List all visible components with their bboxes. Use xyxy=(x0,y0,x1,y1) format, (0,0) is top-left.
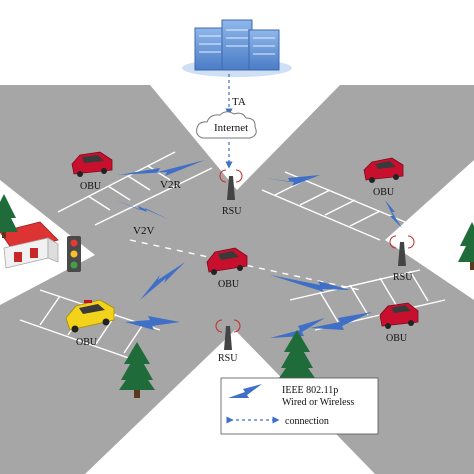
wireless-link-icons xyxy=(115,160,402,338)
ta-server-icon xyxy=(182,19,292,77)
bolt-v2v xyxy=(115,200,170,220)
obu-top-right-label: OBU xyxy=(373,187,395,198)
bolt-right-top xyxy=(265,175,320,186)
car-top-left-icon xyxy=(71,151,113,177)
tree-right-icon xyxy=(458,222,474,270)
obu-top-left-label: OBU xyxy=(80,181,102,192)
ta-label: TA xyxy=(232,96,246,108)
obu-bottom-right-label: OBU xyxy=(386,333,408,344)
car-bottom-right-icon xyxy=(379,302,419,329)
bolt-right xyxy=(385,200,402,228)
bolt-bottom-right-2 xyxy=(310,312,372,330)
internet-label: Internet xyxy=(214,122,248,134)
legend-connection-label: connection xyxy=(285,416,329,427)
obu-center-label: OBU xyxy=(218,279,240,290)
rsu-top-label: RSU xyxy=(222,206,242,217)
bolt-center-right xyxy=(270,275,350,292)
obu-bottom-left-label: OBU xyxy=(76,337,98,348)
tree-left-icon xyxy=(0,194,18,238)
car-top-right-icon xyxy=(363,157,404,183)
traffic-light-icon xyxy=(67,236,81,272)
legend xyxy=(220,377,379,435)
rsu-right-label: RSU xyxy=(393,272,413,283)
bolt-center-left xyxy=(140,262,185,300)
rsu-bottom-icon xyxy=(215,319,241,350)
legend-wireless-line1: IEEE 802.11p xyxy=(282,385,338,396)
v2v-label: V2V xyxy=(133,225,154,237)
v2r-label: V2R xyxy=(160,179,181,191)
road xyxy=(0,85,474,474)
car-center-icon xyxy=(206,247,248,275)
rsu-top-icon xyxy=(219,169,243,200)
internet-cloud-icon xyxy=(196,111,257,139)
bolt-bottom-right xyxy=(270,318,325,338)
legend-wireless-line2: Wired or Wireless xyxy=(282,397,354,408)
tree-bottom-center-icon xyxy=(279,330,315,386)
bolt-v2r xyxy=(118,160,205,176)
rsu-right-icon xyxy=(389,235,415,266)
legend-bolt-icon xyxy=(228,384,262,398)
car-bottom-left-icon xyxy=(65,299,115,333)
tree-bottom-left-icon xyxy=(119,342,155,398)
bolt-bottom-left xyxy=(125,316,180,330)
rsu-bottom-label: RSU xyxy=(218,353,238,364)
